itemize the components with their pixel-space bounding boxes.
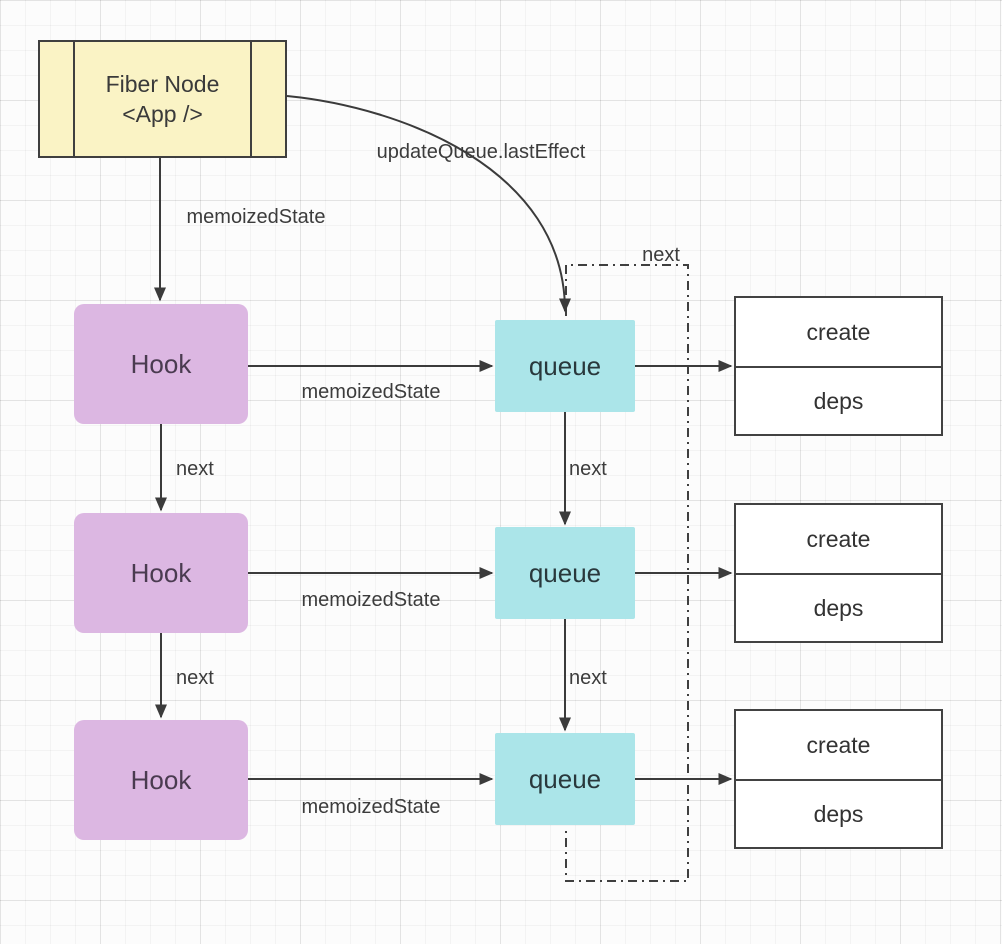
arrow-fiber-to-queue1 — [286, 95, 571, 313]
last-effect-next-loop-line — [565, 264, 689, 882]
